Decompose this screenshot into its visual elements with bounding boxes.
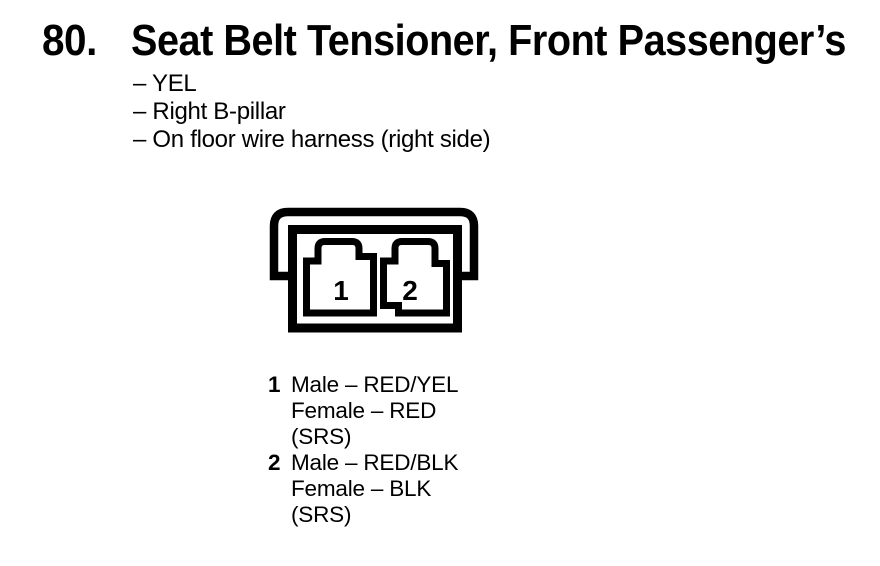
legend-item-pin-2: 2 Male – RED/BLK Female – BLK (SRS) bbox=[268, 450, 458, 528]
pin-1-cavity bbox=[303, 238, 377, 317]
pin-legend: 1 Male – RED/YEL Female – RED (SRS) 2 Ma… bbox=[268, 372, 458, 528]
connector-diagram: 1 2 bbox=[269, 207, 479, 333]
pin-1-label: 1 bbox=[333, 275, 349, 306]
item-number: 80. bbox=[42, 16, 97, 65]
legend-system-note: (SRS) bbox=[291, 502, 352, 527]
legend-system-note: (SRS) bbox=[291, 424, 352, 449]
detail-wire-color: – YEL bbox=[133, 70, 197, 97]
legend-pin-number: 2 bbox=[268, 450, 281, 475]
pin-2-cavity bbox=[380, 238, 450, 317]
page-title: Seat Belt Tensioner, Front Passenger’s bbox=[131, 16, 847, 65]
legend-female-wire: Female – RED bbox=[291, 398, 437, 423]
pin-2-label: 2 bbox=[402, 275, 418, 306]
detail-location: – Right B-pillar bbox=[133, 98, 286, 125]
legend-male-wire: Male – RED/BLK bbox=[291, 450, 459, 475]
legend-female-wire: Female – BLK bbox=[291, 476, 432, 501]
detail-list: – YEL – Right B-pillar – On floor wire h… bbox=[133, 70, 491, 154]
detail-harness: – On floor wire harness (right side) bbox=[133, 126, 491, 153]
legend-male-wire: Male – RED/YEL bbox=[291, 372, 459, 397]
legend-pin-number: 1 bbox=[268, 372, 281, 397]
legend-item-pin-1: 1 Male – RED/YEL Female – RED (SRS) bbox=[268, 372, 458, 450]
